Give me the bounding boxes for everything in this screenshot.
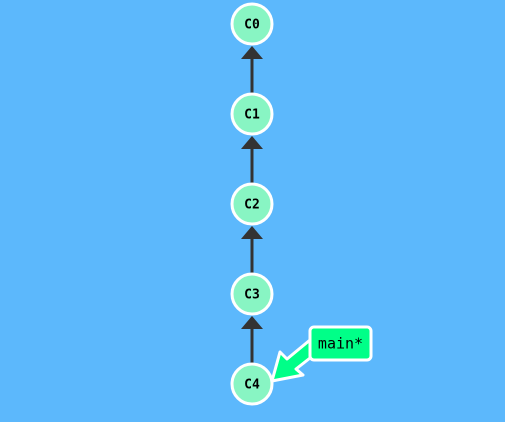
edges-layer	[241, 46, 263, 364]
commit-node[interactable]	[230, 2, 274, 46]
commit-c4[interactable]: C4	[230, 362, 274, 406]
commit-node[interactable]	[230, 182, 274, 226]
commit-node[interactable]	[230, 362, 274, 406]
commit-node[interactable]	[230, 272, 274, 316]
commit-label: C2	[244, 198, 260, 213]
commit-label: C1	[244, 108, 260, 123]
commit-c0[interactable]: C0	[230, 2, 274, 46]
branch-label-main[interactable]: main*	[318, 335, 363, 353]
commit-c3[interactable]: C3	[230, 272, 274, 316]
arrowhead-C3-C2	[241, 226, 263, 239]
commit-c1[interactable]: C1	[230, 92, 274, 136]
commit-c2[interactable]: C2	[230, 182, 274, 226]
arrowhead-C1-C0	[241, 46, 263, 59]
commit-label: C3	[244, 288, 260, 303]
arrowhead-C2-C1	[241, 136, 263, 149]
branch-layer: main*	[270, 325, 373, 383]
arrowhead-C4-C3	[241, 316, 263, 329]
commit-label: C4	[244, 378, 260, 393]
commit-node[interactable]	[230, 92, 274, 136]
branch-label-box[interactable]	[308, 325, 373, 362]
commit-label: C0	[244, 18, 260, 33]
